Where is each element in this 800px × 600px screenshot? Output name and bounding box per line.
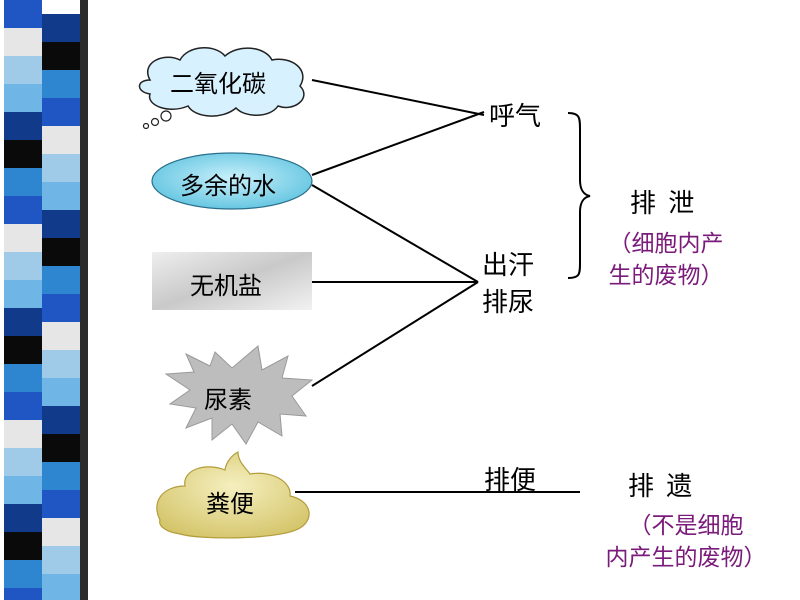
stripe-block: [4, 140, 42, 168]
cloud-shape: [138, 47, 305, 130]
stripe-block: [42, 98, 80, 126]
stripe-block: [4, 280, 42, 308]
stripe-block: [42, 154, 80, 182]
stripe-block: [42, 462, 80, 490]
stripe-block: [4, 392, 42, 420]
category-note-excretion-line1: （细胞内产: [608, 231, 724, 257]
stripe-block: [4, 476, 42, 504]
substance-label-feces: 粪便: [206, 490, 254, 518]
stripe-block: [4, 420, 42, 448]
process-label-defecate: 排便: [484, 466, 537, 496]
stripe-block: [4, 364, 42, 392]
stripe-block: [4, 588, 42, 600]
process-label-urinate: 排尿: [482, 288, 535, 318]
stripe-block: [42, 546, 80, 574]
stripe-block: [42, 266, 80, 294]
marble-rect-shape: [152, 252, 312, 310]
category-note-egestion-line2: 内产生的废物）: [605, 545, 767, 571]
stripe-block: [4, 112, 42, 140]
category-note-egestion: （不是细胞 内产生的废物）: [596, 510, 776, 574]
stripe-block: [4, 504, 42, 532]
stripe-block: [42, 406, 80, 434]
substance-label-inorganic-salt: 无机盐: [190, 272, 262, 300]
curly-brace: [567, 112, 591, 279]
category-note-excretion: （细胞内产 生的废物）: [596, 228, 736, 292]
category-label-excretion: 排 泄: [630, 189, 697, 219]
stripe-block: [42, 238, 80, 266]
process-label-sweat: 出汗: [482, 251, 535, 281]
stripe-block: [42, 70, 80, 98]
stripe-block: [4, 308, 42, 336]
process-label-exhale: 呼气: [489, 102, 542, 132]
water-ellipse-shape: [151, 152, 313, 210]
stripe-block: [4, 84, 42, 112]
stripe-block: [4, 196, 42, 224]
stripe-block: [42, 210, 80, 238]
stripe-block: [4, 224, 42, 252]
mound-shape: [156, 451, 310, 539]
stripe-block: [42, 574, 80, 600]
substance-label-excess-water: 多余的水: [180, 172, 276, 200]
stripe-block: [42, 42, 80, 70]
substance-label-urea: 尿素: [204, 386, 252, 414]
stripe-block: [42, 322, 80, 350]
stripe-block: [4, 28, 42, 56]
category-label-egestion: 排 遗: [628, 472, 695, 502]
stripe-block: [42, 350, 80, 378]
stripe-block: [4, 56, 42, 84]
stripe-block: [4, 532, 42, 560]
stripe-block: [4, 252, 42, 280]
stripe-block: [42, 294, 80, 322]
stripe-block: [4, 168, 42, 196]
stripe-block: [42, 14, 80, 42]
stripe-block: [42, 518, 80, 546]
starburst-shape: [164, 345, 314, 445]
stripe-block: [4, 560, 42, 588]
stripe-block: [42, 434, 80, 462]
connector-lines: [295, 79, 580, 493]
decorative-side-stripe: [4, 0, 88, 600]
substance-label-carbon-dioxide: 二氧化碳: [170, 70, 266, 98]
stripe-block: [4, 0, 42, 28]
stripe-edge: [80, 0, 88, 600]
stripe-block: [4, 336, 42, 364]
stripe-block: [42, 490, 80, 518]
stripe-block: [42, 378, 80, 406]
category-note-excretion-line2: 生的废物）: [608, 263, 724, 289]
stripe-block: [42, 126, 80, 154]
stripe-block: [42, 182, 80, 210]
category-note-egestion-line1: （不是细胞: [628, 513, 744, 539]
stripe-block: [4, 448, 42, 476]
